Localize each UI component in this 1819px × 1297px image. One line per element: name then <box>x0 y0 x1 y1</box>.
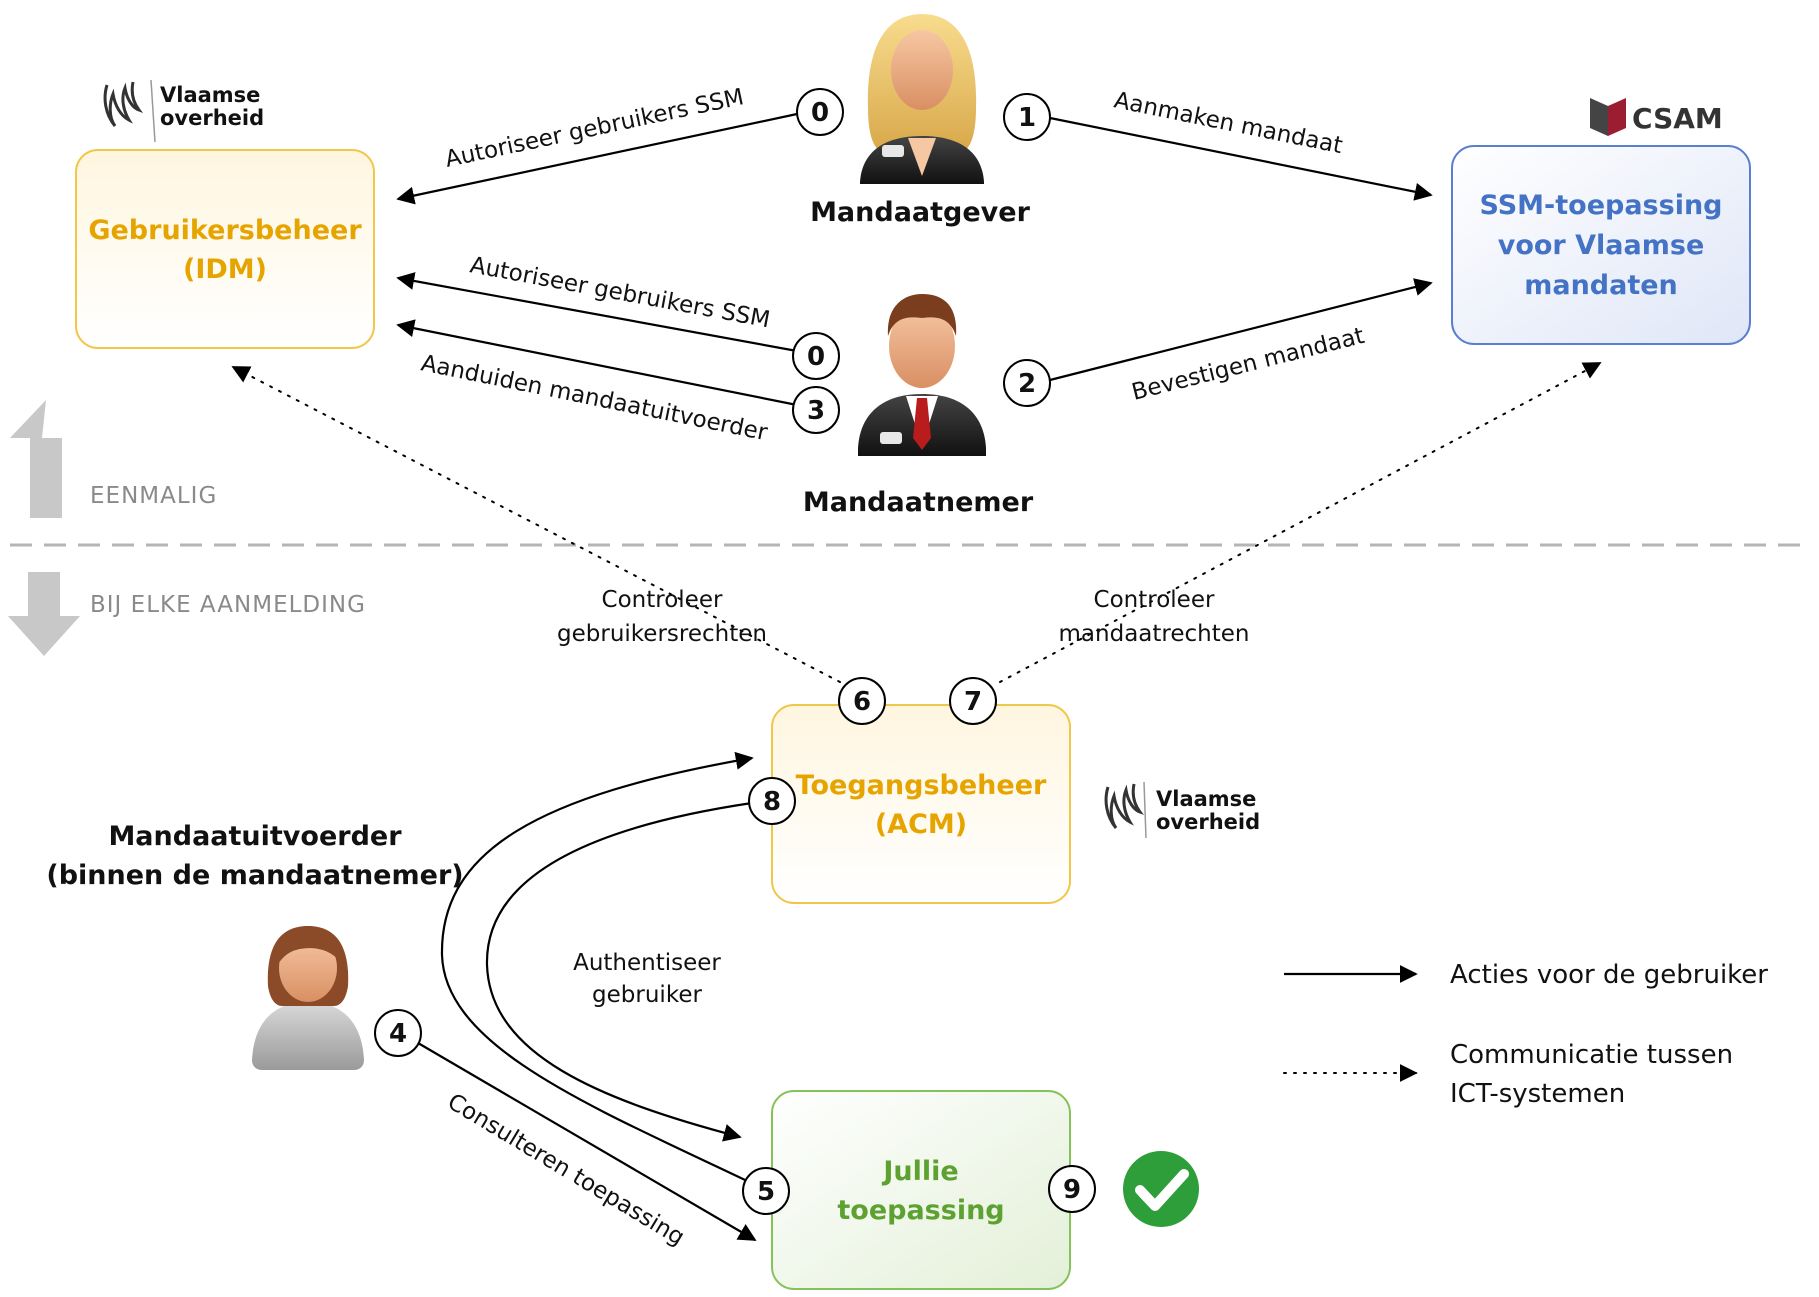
box-title-line1: Jullie <box>881 1156 958 1187</box>
person-label: Mandaatnemer <box>803 487 1034 518</box>
step-marker: 2 <box>1003 359 1051 407</box>
solid-arrows <box>396 112 1433 1241</box>
box-gebruikersbeheer: Gebruikersbeheer (IDM) <box>75 149 375 349</box>
phase-label: BIJ ELKE AANMELDING <box>90 592 366 618</box>
label-bevestigen: Bevestigen mandaat <box>1129 323 1367 406</box>
label-controleer-mandaat-2: mandaatrechten <box>1059 621 1250 647</box>
step-marker: 4 <box>374 1009 422 1057</box>
arrow-authenticeer-up <box>440 751 767 1191</box>
arrow-controleer-mandaatrechten <box>999 362 1602 683</box>
person-label: Mandaatgever <box>810 197 1031 228</box>
step-marker: 0 <box>792 332 840 380</box>
mandaatgever: Mandaatgever <box>810 14 1031 228</box>
arrow-aanmaken-mandaat <box>1049 116 1433 201</box>
label-autoriseer-top: Autoriseer gebruikers SSM <box>443 84 746 173</box>
step-marker: 5 <box>742 1167 790 1215</box>
step-marker: 8 <box>748 777 796 825</box>
arrow-authenticeer-down <box>485 801 753 1142</box>
csam-text: CSAM <box>1632 102 1723 135</box>
vlaamse-overheid-logo-mid: Vlaamse overheid <box>1104 781 1260 839</box>
svg-text:2: 2 <box>1018 369 1036 399</box>
svg-text:6: 6 <box>853 687 871 717</box>
vlaamse-overheid-line1: Vlaamse <box>1156 787 1256 811</box>
vlaamse-leeuw-icon <box>1104 781 1147 839</box>
woman-user-icon <box>252 926 364 1070</box>
svg-text:0: 0 <box>807 342 825 372</box>
box-title-line3: mandaten <box>1524 270 1678 301</box>
svg-text:3: 3 <box>807 396 825 426</box>
arrow-autoriseer-mid <box>396 272 798 353</box>
svg-text:9: 9 <box>1063 1175 1081 1205</box>
svg-text:4: 4 <box>389 1019 407 1049</box>
mandaatnemer: Mandaatnemer <box>803 294 1034 518</box>
step-marker: 6 <box>838 677 886 725</box>
label-controleer-mandaat-1: Controleer <box>1094 587 1215 613</box>
businessman-icon <box>858 294 986 456</box>
legend-communicatie-2: ICT-systemen <box>1450 1079 1625 1109</box>
arrow-controleer-gebruikersrechten <box>231 366 841 683</box>
svg-text:0: 0 <box>811 98 829 128</box>
legend-communicatie-1: Communicatie tussen <box>1450 1040 1733 1070</box>
legend: Acties voor de gebruiker Communicatie tu… <box>1283 960 1768 1109</box>
phase-label: EENMALIG <box>90 483 217 509</box>
arrow-consulteren <box>417 1042 757 1241</box>
box-title-line1: SSM-toepassing <box>1479 190 1722 221</box>
svg-text:5: 5 <box>757 1177 775 1207</box>
step-marker: 1 <box>1003 93 1051 141</box>
step-marker: 0 <box>796 88 844 136</box>
step-marker: 7 <box>949 677 997 725</box>
person-label-line1: Mandaatuitvoerder <box>108 821 402 852</box>
svg-text:7: 7 <box>964 687 982 717</box>
csam-logo: CSAM <box>1590 98 1723 136</box>
box-title-line2: (IDM) <box>183 254 267 285</box>
vlaamse-overheid-line2: overheid <box>1156 810 1260 834</box>
label-authenticeer-2: gebruiker <box>592 982 702 1008</box>
label-aanmaken: Aanmaken mandaat <box>1112 87 1345 159</box>
box-title-line2: (ACM) <box>875 809 967 840</box>
label-authenticeer-1: Authentiseer <box>573 950 721 976</box>
vlaamse-leeuw-icon <box>103 79 156 143</box>
box-title-line2: voor Vlaamse <box>1498 230 1705 261</box>
box-title-line1: Toegangsbeheer <box>796 770 1047 801</box>
label-autoriseer-mid: Autoriseer gebruikers SSM <box>468 252 772 333</box>
phase-bij-elke-aanmelding: BIJ ELKE AANMELDING <box>8 572 366 656</box>
label-controleer-gebruikers-2: gebruikersrechten <box>557 621 767 647</box>
vlaamse-overheid-logo-top: Vlaamse overheid <box>103 79 264 143</box>
step-circles: 0 1 0 3 2 6 7 8 4 5 9 <box>374 88 1096 1215</box>
vlaamse-overheid-line1: Vlaamse <box>160 83 260 107</box>
arrow-autoriseer-top <box>396 112 798 205</box>
phase-eenmalig: EENMALIG <box>10 400 217 518</box>
svg-text:8: 8 <box>763 787 781 817</box>
box-ssm-toepassing: SSM-toepassing voor Vlaamse mandaten <box>1451 145 1751 345</box>
dotted-arrows <box>231 362 1602 683</box>
box-title-line2: toepassing <box>837 1195 1004 1226</box>
csam-logo-icon <box>1590 98 1626 136</box>
checkmark-icon <box>1123 1151 1199 1227</box>
mandaatuitvoerder: Mandaatuitvoerder (binnen de mandaatneme… <box>46 821 464 1070</box>
up-arrow-icon <box>10 400 62 518</box>
legend-acties: Acties voor de gebruiker <box>1450 960 1768 990</box>
label-controleer-gebruikers-1: Controleer <box>602 587 723 613</box>
businesswoman-icon <box>860 14 984 184</box>
person-label-line2: (binnen de mandaatnemer) <box>46 860 463 891</box>
box-toegangsbeheer: Toegangsbeheer (ACM) <box>771 704 1071 904</box>
svg-text:1: 1 <box>1018 103 1036 133</box>
box-title-line1: Gebruikersbeheer <box>88 215 362 246</box>
step-marker: 9 <box>1048 1165 1096 1213</box>
box-jullie-toepassing: Jullie toepassing <box>771 1090 1071 1290</box>
down-arrow-icon <box>8 572 80 656</box>
label-consulteren: Consulteren toepassing <box>443 1089 689 1251</box>
arrow-labels: Autoriseer gebruikers SSM Aanmaken manda… <box>419 84 1367 1251</box>
step-marker: 3 <box>792 386 840 434</box>
vlaamse-overheid-line2: overheid <box>160 106 264 130</box>
arrow-bevestigen <box>1049 278 1433 382</box>
arrow-aanduiden <box>396 319 798 407</box>
